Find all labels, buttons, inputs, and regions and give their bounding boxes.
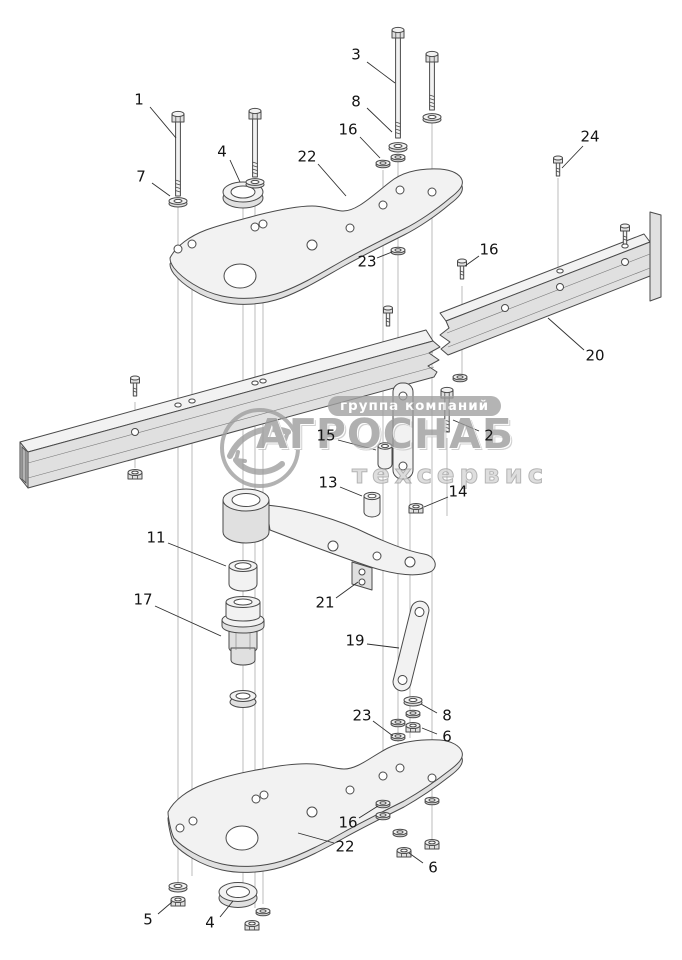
bushing-11 [228, 560, 258, 592]
bolt-2 [440, 386, 454, 433]
screw [383, 305, 393, 327]
washer [375, 811, 391, 821]
nut-14 [408, 503, 424, 514]
leader-line-8 [366, 107, 393, 133]
leader-line-20 [547, 317, 585, 351]
leader-line-22 [317, 163, 347, 197]
washer [405, 709, 421, 719]
bolt [248, 107, 262, 178]
leader-line-23 [376, 251, 393, 259]
leader-line-7 [151, 182, 171, 197]
bolt [425, 50, 439, 111]
washer [452, 373, 468, 383]
leader-line-21 [335, 581, 359, 599]
mounting-plate-22-top [169, 168, 463, 305]
link-19 [392, 600, 430, 692]
nut [244, 920, 260, 931]
leader-lines [149, 61, 585, 918]
washer [422, 113, 442, 124]
leader-line-17 [154, 605, 222, 637]
leader-line-6 [421, 727, 438, 735]
washer [255, 907, 271, 917]
mounting-plate-22-bottom [167, 739, 463, 873]
washer-23 [390, 246, 406, 256]
kingpin-17 [221, 596, 265, 666]
washer-7 [168, 197, 188, 208]
washer-23 [390, 732, 406, 742]
leader-line-2 [452, 419, 480, 432]
leader-line-22 [297, 832, 335, 844]
bolt-3 [391, 26, 405, 139]
washer [424, 796, 440, 806]
leader-line-4 [219, 900, 234, 918]
washer [392, 828, 408, 838]
leader-line-16 [464, 255, 480, 267]
screw-24 [553, 155, 563, 177]
washer-16 [375, 799, 391, 809]
washer-8 [403, 696, 423, 707]
frame-beam-right-20 [439, 211, 662, 356]
washer-8 [388, 142, 408, 153]
nut [424, 839, 440, 850]
spring-washer [390, 153, 406, 163]
leader-line-16 [358, 805, 379, 819]
nut-6 [396, 847, 412, 858]
leader-line-14 [423, 496, 449, 508]
leader-line-16 [359, 136, 381, 159]
leader-line-24 [561, 145, 584, 169]
channel-opening [21, 446, 27, 484]
beam-end-plate [649, 211, 662, 302]
leader-line-19 [366, 643, 400, 649]
construction-lines [134, 120, 626, 908]
swing-arm-21 [222, 488, 436, 591]
frame-beam-left [19, 329, 441, 489]
nut [127, 469, 143, 480]
screw-16 [457, 258, 467, 280]
washer-5 [168, 882, 188, 893]
nut-6 [405, 722, 421, 733]
leader-line-15 [337, 439, 377, 451]
washer-23 [390, 718, 406, 728]
bushing-13 [363, 491, 381, 518]
bearing-ring-4-bottom [218, 882, 258, 908]
leader-line-8 [420, 703, 438, 714]
bracket-link [392, 382, 414, 480]
ring-washer [229, 690, 257, 708]
leader-line-13 [339, 486, 363, 497]
leader-line-11 [167, 542, 227, 567]
pin-15 [377, 442, 393, 470]
leader-line-5 [157, 901, 173, 915]
washer [245, 178, 265, 189]
leader-line-3 [366, 61, 396, 84]
bolt-1 [171, 110, 185, 197]
leader-line-4 [229, 159, 241, 183]
washer-16 [375, 159, 391, 169]
leader-line-6 [408, 852, 424, 864]
screw [130, 375, 140, 397]
nut [170, 896, 186, 907]
leader-line-1 [149, 106, 177, 139]
leader-line-23 [372, 720, 394, 737]
